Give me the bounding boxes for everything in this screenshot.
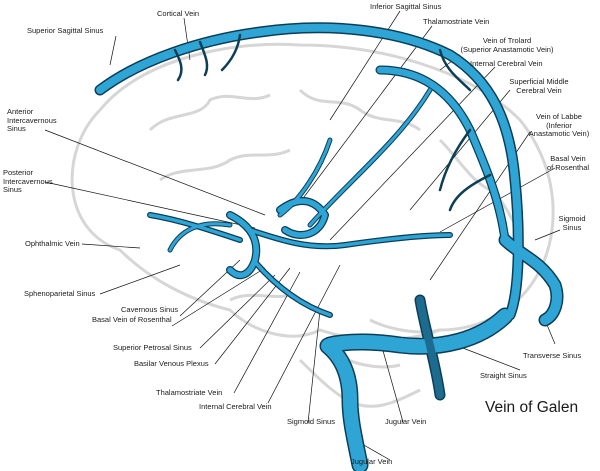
label-posterior-intercavernous-sinus: Posterior Intercavernous Sinus	[3, 168, 53, 195]
label-internal-cerebral-vein-top: Internal Cerebral Vein	[470, 59, 543, 68]
label-transverse-sinus: Transverse Sinus	[523, 351, 582, 360]
label-vein-of-labbe: Vein of Labbe (Inferior Anastamotic Vein…	[528, 112, 590, 139]
label-sphenoparietal-sinus: Sphenoparietal Sinus	[24, 289, 96, 298]
label-jugular-vein-bottom: Jugular Vein	[351, 457, 393, 466]
label-ophthalmic-vein: Ophthalmic Vein	[25, 239, 80, 248]
label-cortical-vein: Cortical Vein	[157, 9, 200, 18]
label-cavernous-sinus: Cavernous Sinus	[121, 305, 179, 314]
label-inferior-sagittal-sinus: Inferior Sagittal Sinus	[370, 2, 442, 11]
venous-sinuses	[94, 22, 564, 471]
label-internal-cerebral-vein-bottom: Internal Cerebral Vein	[199, 402, 272, 411]
diagram-title: Vein of Galen	[485, 399, 579, 416]
label-vein-of-trolard: Vein of Trolard (Superior Anastamotic Ve…	[460, 36, 554, 54]
label-superior-sagittal-sinus: Superior Sagittal Sinus	[27, 26, 104, 35]
label-superficial-middle-cerebral-vein: Superficial Middle Cerebral Vein	[509, 77, 569, 95]
label-jugular-vein-right: Jugular Vein	[385, 417, 427, 426]
label-sigmoid-sinus-right: Sigmoid Sinus	[558, 214, 586, 232]
label-basal-vein-of-rosenthal-right: Basal Vein of Rosenthal	[546, 154, 590, 172]
label-superior-petrosal-sinus: Superior Petrosal Sinus	[113, 343, 192, 352]
label-anterior-intercavernous-sinus: Anterior Intercavernous Sinus	[7, 107, 57, 134]
label-sigmoid-sinus-bottom: Sigmoid Sinus	[287, 417, 335, 426]
label-straight-sinus: Straight Sinus	[480, 371, 527, 380]
label-thalamostriate-vein-top: Thalamostriate Vein	[423, 17, 490, 26]
label-basal-vein-of-rosenthal-left: Basal Vein of Rosenthal	[92, 315, 172, 324]
label-basilar-venous-plexus: Basilar Venous Plexus	[134, 359, 209, 368]
label-thalamostriate-vein-bottom: Thalamostriate Vein	[156, 388, 223, 397]
